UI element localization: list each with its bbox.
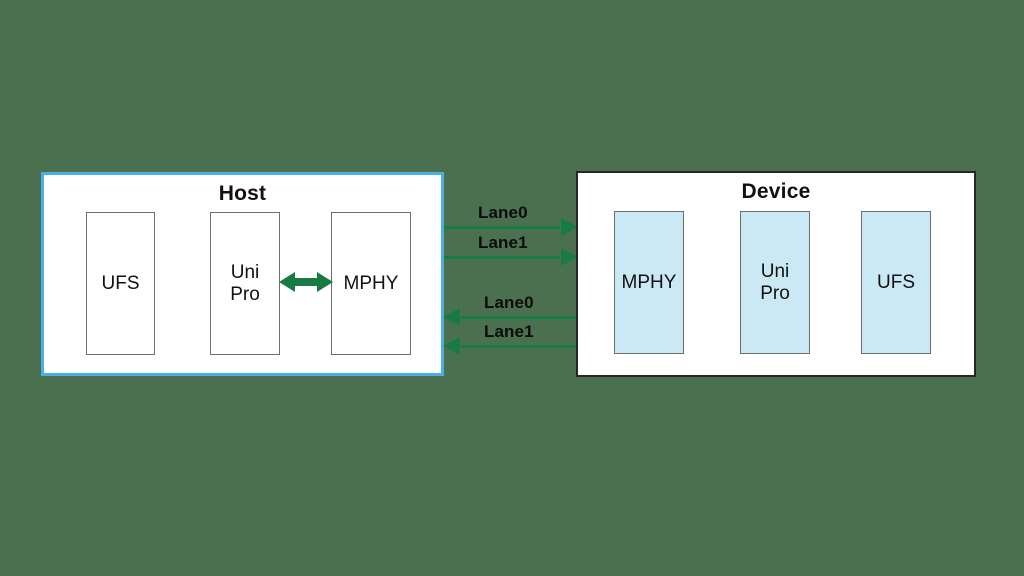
lane-label-rx-lane1: Lane1	[484, 322, 534, 341]
device-module-mphy: MPHY	[614, 211, 684, 354]
host-module-ufs: UFS	[86, 212, 155, 355]
device-panel-title: Device	[741, 180, 811, 203]
device-module-unipro: Uni Pro	[740, 211, 810, 354]
lane-line	[461, 345, 577, 348]
lane-connector-tx-lane1: Lane1	[444, 233, 578, 266]
arrow-head-left-icon	[443, 337, 460, 355]
lane-line	[444, 226, 560, 229]
lane-line	[444, 256, 560, 259]
unipro-mphy-bidirectional-arrow-icon	[279, 268, 333, 296]
arrow-head-right-icon	[561, 248, 578, 266]
arrow-head-left-icon	[443, 308, 460, 326]
lane-label-rx-lane0: Lane0	[484, 293, 534, 312]
lane-line	[461, 316, 577, 319]
host-module-mphy: MPHY	[331, 212, 411, 355]
lane-connector-rx-lane0: Lane0	[443, 293, 577, 326]
lane-label-tx-lane1: Lane1	[478, 233, 528, 252]
host-module-unipro: Uni Pro	[210, 212, 280, 355]
device-module-ufs: UFS	[861, 211, 931, 354]
arrow-head-right-icon	[561, 218, 578, 236]
host-panel-title: Host	[218, 182, 267, 205]
lane-label-tx-lane0: Lane0	[478, 203, 528, 222]
lane-connector-tx-lane0: Lane0	[444, 203, 578, 236]
lane-connector-rx-lane1: Lane1	[443, 322, 577, 355]
